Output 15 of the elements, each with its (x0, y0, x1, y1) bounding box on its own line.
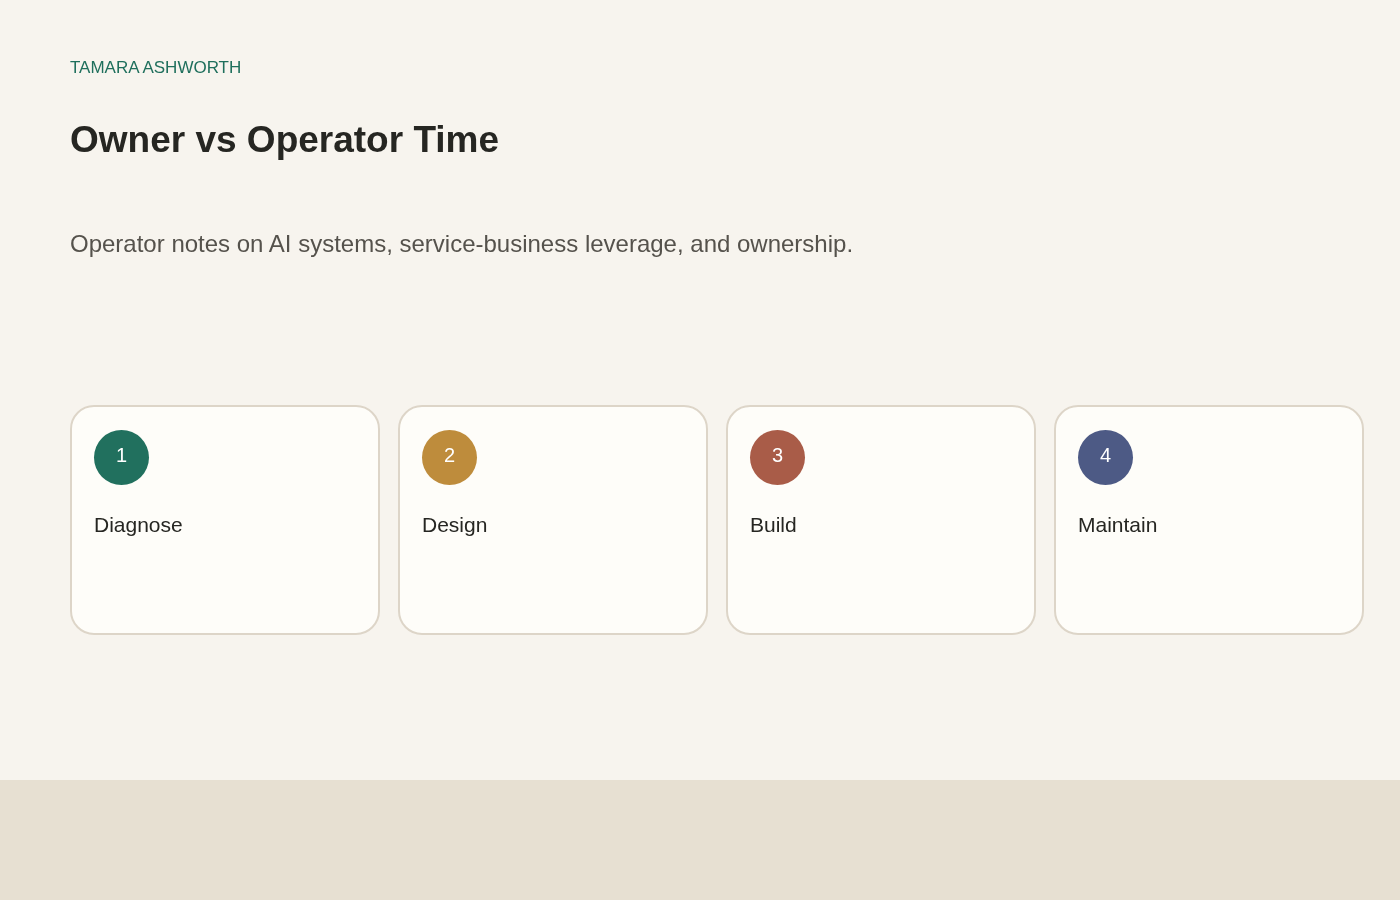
step-number: 4 (1078, 430, 1133, 485)
step-card (726, 405, 1036, 635)
step-title: Design (422, 513, 488, 537)
page-title: Owner vs Operator Time (70, 119, 500, 161)
step-number: 2 (422, 430, 477, 485)
step-card (1054, 405, 1364, 635)
step-title: Build (750, 513, 797, 537)
step-title: Diagnose (94, 513, 183, 537)
step-card (70, 405, 380, 635)
step-number: 3 (750, 430, 805, 485)
subtitle: Operator notes on AI systems, service-business leverage, and ownership. (70, 230, 854, 258)
author-byline: TAMARA ASHWORTH (70, 58, 242, 78)
step-title: Maintain (1078, 513, 1158, 537)
step-number: 1 (94, 430, 149, 485)
step-card (398, 405, 708, 635)
